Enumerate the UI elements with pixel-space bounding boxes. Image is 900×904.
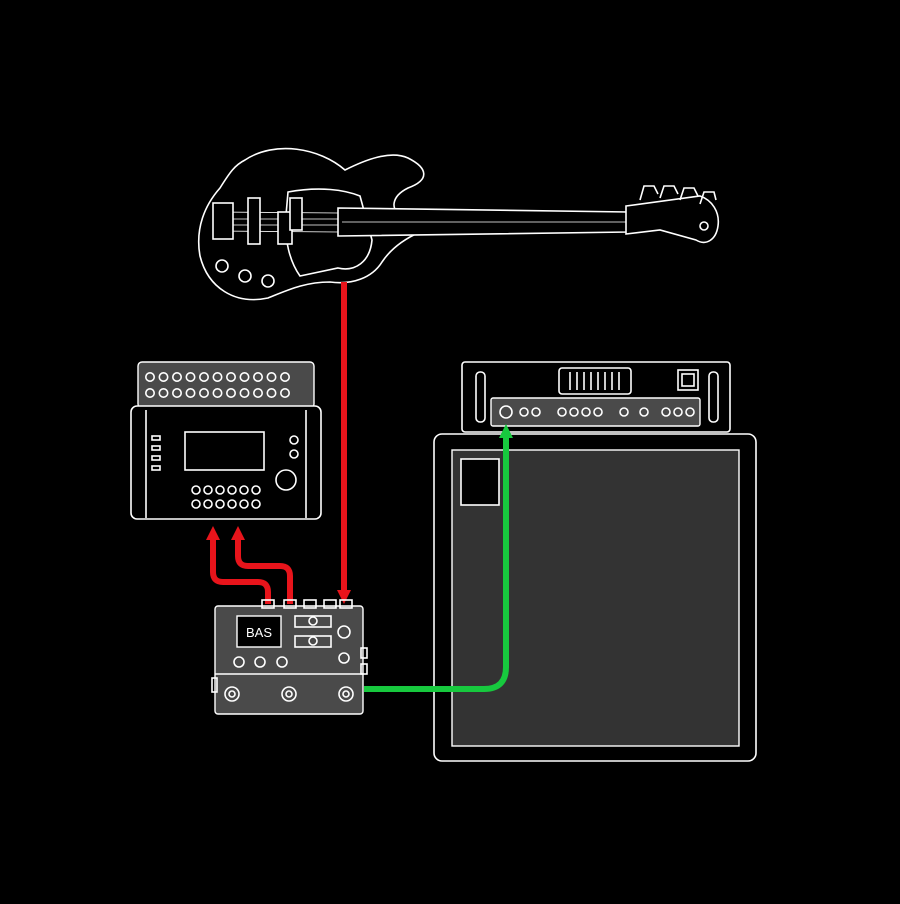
jack-detail <box>251 485 261 495</box>
arrow-into-pedal <box>337 590 351 604</box>
jack-detail <box>191 485 201 495</box>
jack-detail <box>239 485 249 495</box>
cable-pedal-to-amp <box>364 436 509 692</box>
jack-detail <box>519 407 529 417</box>
jack-detail <box>185 387 196 398</box>
jack-detail <box>227 499 237 509</box>
jack-detail <box>531 407 541 417</box>
jack-detail <box>227 485 237 495</box>
jack-detail <box>619 407 629 417</box>
pedal-screen <box>236 615 282 648</box>
cable-pedal-to-mixer-2 <box>235 538 293 604</box>
jack-detail <box>266 371 277 382</box>
digital-mixer-icon <box>130 361 322 520</box>
cable-pedal-to-mixer-1 <box>210 538 271 604</box>
jack-detail <box>685 407 695 417</box>
jack-detail <box>203 499 213 509</box>
jack-detail <box>212 371 223 382</box>
jack-detail <box>199 371 210 382</box>
jack-detail <box>557 407 567 417</box>
footswitch-2 <box>281 686 297 702</box>
jack-detail <box>158 371 169 382</box>
jack-detail <box>158 387 169 398</box>
jack-detail <box>203 485 213 495</box>
jack-detail <box>266 387 277 398</box>
jack-detail <box>185 371 196 382</box>
bass-guitar-icon <box>197 147 720 301</box>
arrow-into-mixer-1 <box>206 526 220 540</box>
rack-amp-head-icon <box>461 361 731 433</box>
arrow-into-mixer-2 <box>231 526 245 540</box>
jack-detail <box>226 387 237 398</box>
jack-detail <box>673 407 683 417</box>
jack-detail <box>239 499 249 509</box>
jack-detail <box>639 407 649 417</box>
jack-detail <box>581 407 591 417</box>
jack-detail <box>593 407 603 417</box>
jack-detail <box>279 371 290 382</box>
jack-detail <box>215 499 225 509</box>
arrow-into-amp <box>499 424 513 438</box>
footswitch-1 <box>224 686 240 702</box>
jack-detail <box>172 387 183 398</box>
jack-detail <box>145 371 156 382</box>
jack-detail <box>191 499 201 509</box>
jack-detail <box>212 387 223 398</box>
jack-detail <box>251 499 261 509</box>
jack-detail <box>226 371 237 382</box>
jack-detail <box>239 371 250 382</box>
pedal-screen-text: BAS <box>246 625 272 640</box>
jack-detail <box>569 407 579 417</box>
jack-detail <box>145 387 156 398</box>
jack-detail <box>172 371 183 382</box>
jack-detail <box>253 371 264 382</box>
jack-detail <box>279 387 290 398</box>
speaker-cabinet-icon <box>433 433 757 762</box>
multi-effects-pedal-icon: BAS <box>211 599 368 715</box>
jack-detail <box>253 387 264 398</box>
jack-detail <box>199 387 210 398</box>
footswitch-3 <box>338 686 354 702</box>
jack-detail <box>215 485 225 495</box>
jack-detail <box>661 407 671 417</box>
jack-detail <box>239 387 250 398</box>
